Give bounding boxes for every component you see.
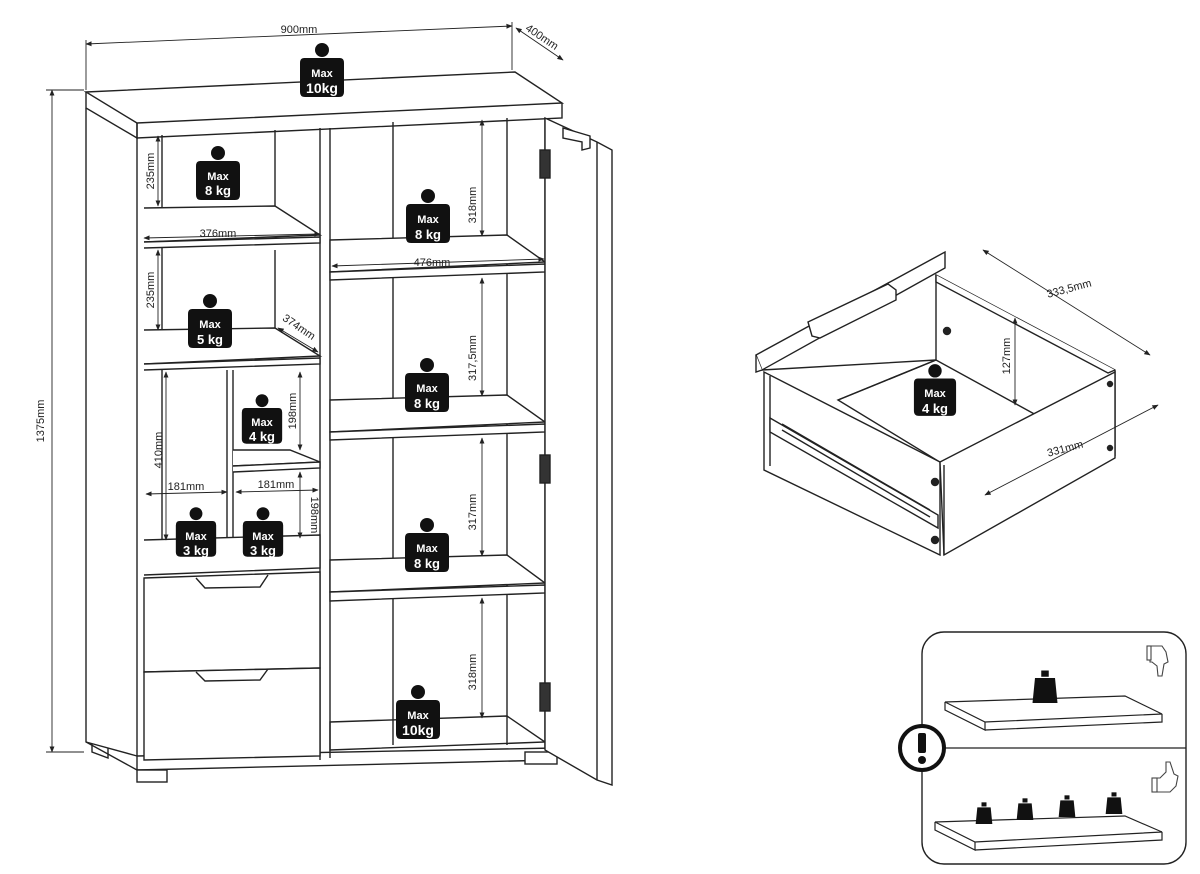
dim-small-bottom-gap: 198mm [308, 497, 320, 534]
dim-drawer-height: 127mm [1001, 338, 1013, 375]
dimension-lines [46, 22, 564, 753]
dimension-labels: 900mm 400mm 1375mm 235mm 376mm 235mm 374… [35, 22, 560, 690]
svg-text:4 kg: 4 kg [249, 429, 275, 444]
svg-text:8 kg: 8 kg [414, 396, 440, 411]
svg-text:Max: Max [416, 383, 438, 395]
drawer-dimension-lines [982, 249, 1159, 496]
cabinet [83, 71, 613, 786]
dim-drawer-length: 333,5mm [1046, 277, 1093, 300]
weight-icon-small-lower-right: Max 3 kg [242, 507, 284, 558]
svg-text:Max: Max [207, 171, 229, 183]
svg-text:8 kg: 8 kg [205, 183, 231, 198]
svg-text:Max: Max [251, 417, 273, 429]
dim-left-top-width: 376mm [200, 228, 237, 240]
weight-icon-left-mid: Max 5 kg [188, 294, 232, 348]
weight-icon-left-top: Max 8 kg [196, 146, 240, 200]
dim-right-gap-2: 317,5mm [467, 335, 479, 381]
svg-text:Max: Max [311, 68, 333, 80]
dim-left-low-height: 410mm [153, 432, 165, 469]
svg-text:Max: Max [407, 710, 429, 722]
weight-icon-top: Max 10kg [300, 43, 344, 97]
weight-icon-small-upper: Max 4 kg [241, 394, 283, 444]
svg-text:Max: Max [252, 531, 274, 543]
dim-small-width-1: 181mm [168, 481, 205, 493]
dim-small-top-gap: 198mm [287, 393, 299, 430]
dim-left-mid-gap: 235mm [145, 272, 157, 309]
svg-text:Max: Max [417, 214, 439, 226]
svg-text:3 kg: 3 kg [250, 543, 276, 558]
dim-depth: 400mm [523, 22, 560, 52]
warning-icon [898, 724, 946, 772]
weight-badges: Max 10kg Max 8 kg Max 5 kg Max 4 kg Max … [175, 43, 450, 739]
weight-icon-drawer: Max 4 kg [913, 364, 957, 416]
weight-icon-small-lower-left: Max 3 kg [175, 507, 217, 558]
svg-text:Max: Max [199, 319, 221, 331]
dim-right-gap-4: 318mm [467, 654, 479, 691]
svg-text:8 kg: 8 kg [415, 227, 441, 242]
weight-icon-right-1: Max 8 kg [406, 189, 450, 243]
dim-height: 1375mm [35, 400, 47, 443]
svg-text:10kg: 10kg [402, 722, 434, 738]
dim-right-gap-1: 318mm [467, 187, 479, 224]
svg-text:8 kg: 8 kg [414, 556, 440, 571]
svg-text:Max: Max [924, 388, 946, 400]
svg-text:Max: Max [185, 531, 207, 543]
dim-width: 900mm [281, 24, 318, 36]
dim-right-gap-3: 317mm [467, 494, 479, 531]
thumbs-down-icon [1146, 645, 1169, 677]
dim-left-top-gap: 235mm [145, 153, 157, 190]
thumbs-up-icon [1151, 761, 1179, 793]
svg-text:10kg: 10kg [306, 80, 338, 96]
svg-text:4 kg: 4 kg [922, 401, 948, 416]
dim-right-width: 476mm [414, 257, 451, 269]
load-distribution-panel [898, 631, 1187, 865]
dim-small-width-2: 181mm [258, 479, 295, 491]
weight-icon-right-3: Max 8 kg [405, 518, 449, 572]
weight-icon-right-bottom: Max 10kg [396, 685, 440, 739]
svg-text:5 kg: 5 kg [197, 332, 223, 347]
weight-icon-right-2: Max 8 kg [405, 358, 449, 412]
svg-text:3 kg: 3 kg [183, 543, 209, 558]
svg-text:Max: Max [416, 543, 438, 555]
